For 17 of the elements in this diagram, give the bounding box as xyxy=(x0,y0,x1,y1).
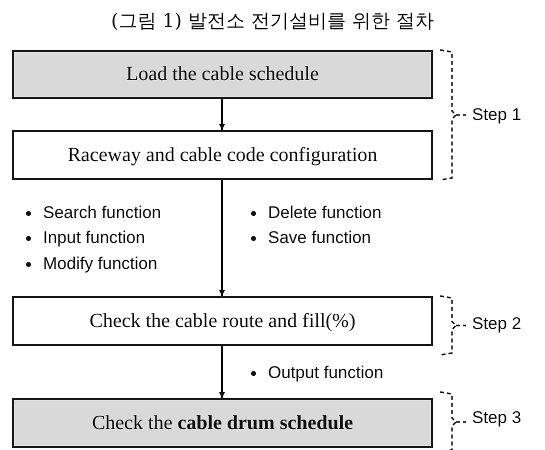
function-item: Input function xyxy=(43,228,146,248)
step-label: Step 2 xyxy=(472,314,522,334)
function-item: Output function xyxy=(268,363,384,383)
function-item: Modify function xyxy=(43,254,158,274)
process-box: Load the cable schedule xyxy=(12,50,433,99)
arrow xyxy=(219,99,225,130)
arrow xyxy=(219,346,225,398)
function-item: Save function xyxy=(268,228,372,248)
function-item: Search function xyxy=(43,203,162,223)
step-label: Step 1 xyxy=(472,105,522,125)
process-box: Check the cable drum schedule xyxy=(12,398,433,448)
arrow xyxy=(219,180,225,296)
step-label: Step 3 xyxy=(472,408,522,428)
figure-title: (그림 1) 발전소 전기설비를 위한 절차 xyxy=(110,9,436,34)
process-box: Raceway and cable code configuration xyxy=(12,130,433,180)
process-box: Check the cable route and fill(%) xyxy=(12,296,433,346)
function-item: Delete function xyxy=(268,203,382,223)
